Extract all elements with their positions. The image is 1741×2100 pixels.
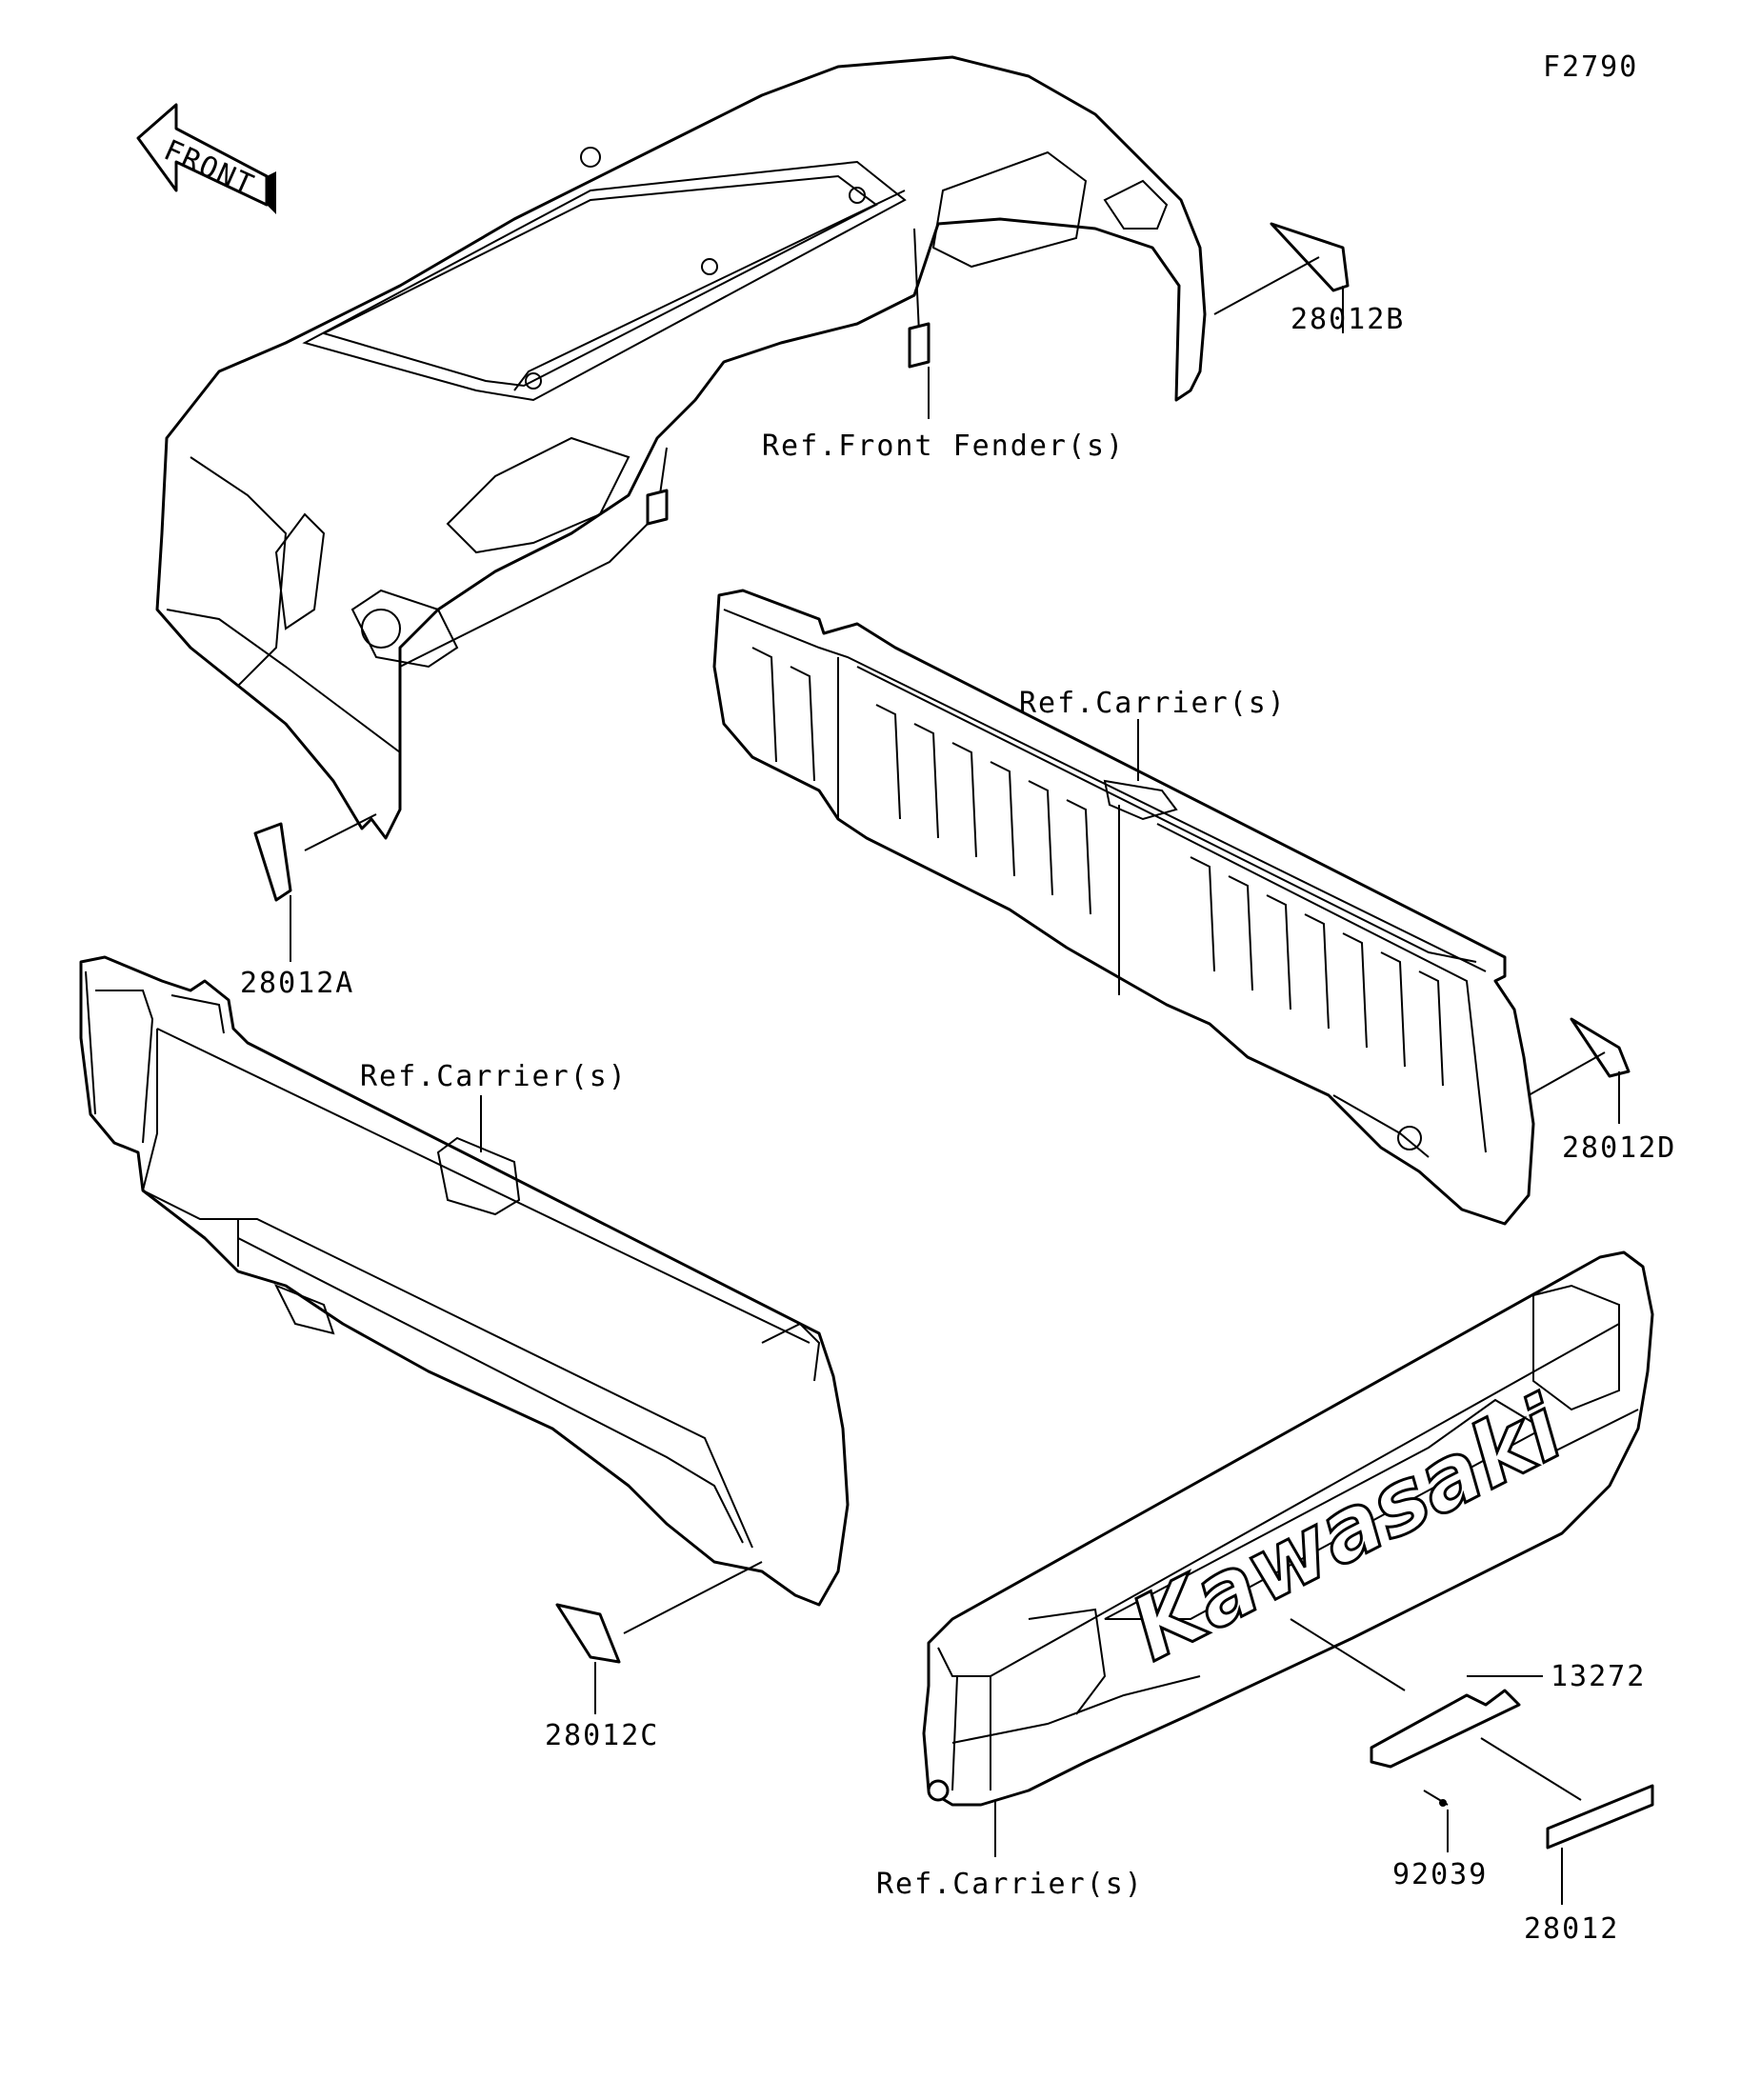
callout-carrier-bottom: Ref.Carrier(s): [876, 1868, 1144, 1901]
front-arrow-label: FRONT: [159, 133, 260, 203]
decal-28012D: [1570, 1017, 1631, 1078]
callout-carrier-upper: Ref.Carrier(s): [1019, 687, 1287, 720]
decal-28012: [1546, 1784, 1654, 1850]
callout-28012B: 28012B: [1291, 303, 1405, 336]
callout-28012C: 28012C: [545, 1719, 659, 1752]
callout-28012: 28012: [1524, 1912, 1619, 1946]
figure-id: F2790: [1543, 50, 1638, 84]
callout-28012D: 28012D: [1562, 1131, 1676, 1165]
carrier-upper: [712, 589, 1535, 1226]
screw-92039: [1423, 1790, 1449, 1807]
callout-front-fender: Ref.Front Fender(s): [762, 430, 1125, 463]
front-fender-assembly: [155, 55, 1207, 840]
callout-92039: 92039: [1392, 1858, 1488, 1891]
decal-28012A: [253, 822, 292, 902]
carrier-bottom: Kawasaki: [922, 1250, 1654, 1807]
callout-28012A: 28012A: [240, 967, 354, 1000]
reflector-13272: [1370, 1689, 1521, 1769]
carrier-left: [79, 955, 850, 1607]
callout-13272: 13272: [1551, 1660, 1646, 1693]
decal-28012B: [1270, 222, 1350, 292]
front-arrow-icon: FRONT: [136, 103, 276, 214]
decal-28012C: [555, 1603, 621, 1664]
callout-carrier-left: Ref.Carrier(s): [360, 1060, 628, 1093]
